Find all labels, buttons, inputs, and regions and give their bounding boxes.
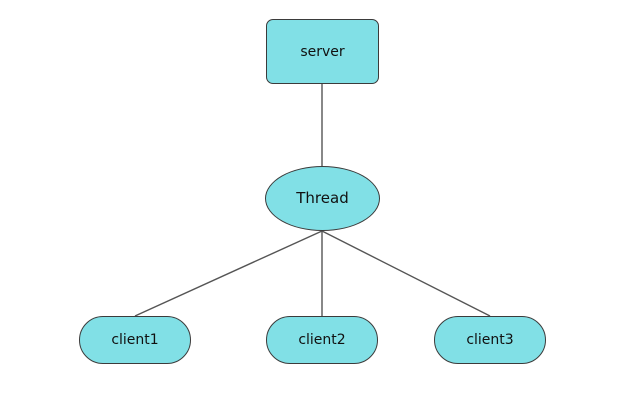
client3-node-label: client3 (466, 332, 514, 348)
client2-node: client2 (266, 316, 378, 364)
edge-thread-client3 (321, 230, 491, 317)
client1-node: client1 (79, 316, 191, 364)
thread-node-label: Thread (296, 189, 349, 207)
server-node: server (266, 19, 379, 84)
server-node-label: server (300, 43, 345, 60)
client1-node-label: client1 (111, 332, 159, 348)
client2-node-label: client2 (298, 332, 346, 348)
edge-thread-client1 (134, 230, 323, 317)
client3-node: client3 (434, 316, 546, 364)
thread-node: Thread (265, 166, 380, 231)
